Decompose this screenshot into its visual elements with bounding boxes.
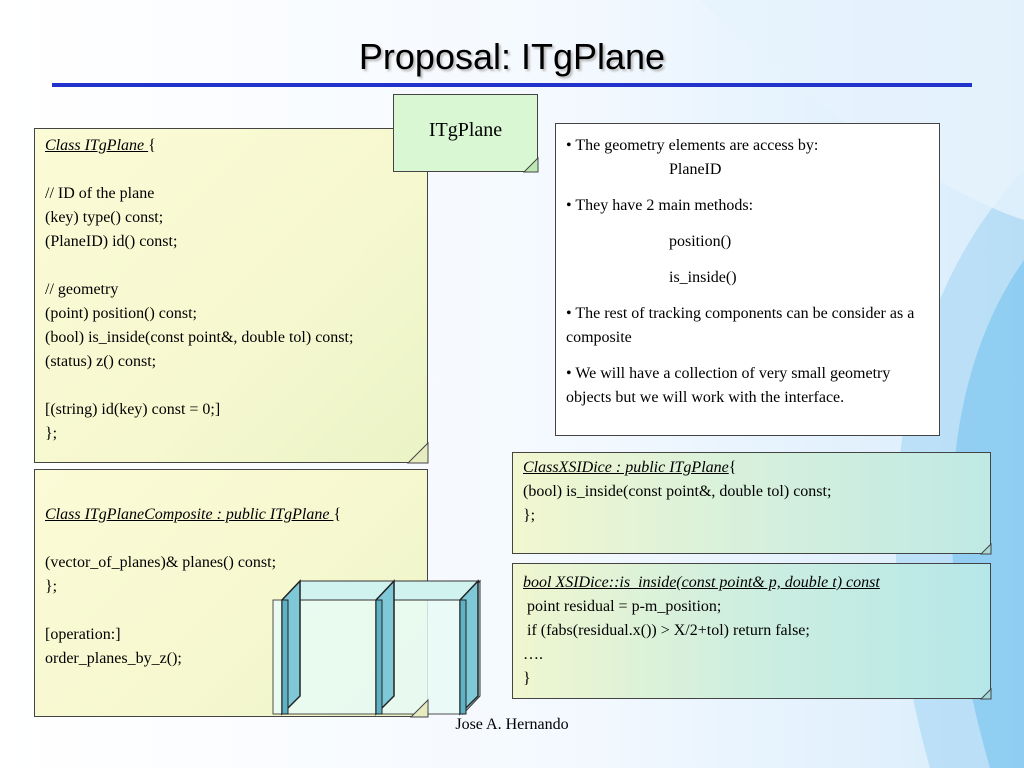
code-line: point residual = p-m_position; xyxy=(523,598,722,615)
code-line: (PlaneID) id() const; xyxy=(45,233,178,250)
code-line: }; xyxy=(523,507,536,524)
code-line: (bool) is_inside(const point&, double to… xyxy=(523,483,832,500)
composite-brace: { xyxy=(333,506,342,523)
info-bullet-3: • The rest of tracking components can be… xyxy=(566,305,915,346)
code-line: (vector_of_planes)& planes() const; xyxy=(45,554,277,571)
xsidice-header: ClassXSIDice : public ITgPlane xyxy=(523,459,729,476)
info-bullet-2-sub2: is_inside() xyxy=(669,269,737,286)
class-itgplane-header: Class ITgPlane xyxy=(45,137,149,154)
slide-footer: Jose A. Hernando xyxy=(455,716,569,733)
code-line: (bool) is_inside(const point&, double to… xyxy=(45,329,354,346)
title-underline xyxy=(52,83,972,87)
code-line: …. xyxy=(523,646,543,663)
xsidice-class-note: ClassXSIDice : public ITgPlane{ (bool) i… xyxy=(512,452,991,554)
info-bullet-2: • They have 2 main methods: xyxy=(566,197,754,214)
info-bullet-1-sub: PlaneID xyxy=(669,161,722,178)
itgplane-tag-note: ITgPlane xyxy=(393,94,538,172)
code-line: (status) z() const; xyxy=(45,353,157,370)
code-line xyxy=(45,374,427,398)
code-line: } xyxy=(523,670,531,687)
code-line xyxy=(45,254,427,278)
code-line: // ID of the plane xyxy=(45,185,155,202)
info-box: • The geometry elements are access by: P… xyxy=(555,123,940,436)
code-line: (point) position() const; xyxy=(45,305,197,322)
itgplane-tag-label: ITgPlane xyxy=(428,119,503,141)
code-line xyxy=(45,158,427,182)
plane-stack-illustration xyxy=(272,579,482,716)
code-line xyxy=(45,527,427,551)
code-line: (key) type() const; xyxy=(45,209,164,226)
code-line: [operation:] xyxy=(45,626,121,643)
code-line: // geometry xyxy=(45,281,119,298)
slide-title: Proposal: ITgPlane xyxy=(358,36,666,77)
xsidice-brace: { xyxy=(728,459,737,476)
is-inside-header: bool XSIDice::is_inside(const point& p, … xyxy=(523,574,880,591)
info-bullet-2-sub1: position() xyxy=(669,233,732,250)
code-line: [(string) id(key) const = 0;] xyxy=(45,401,221,418)
code-line: }; xyxy=(45,578,58,595)
class-itgplane-brace: { xyxy=(148,137,156,154)
info-bullet-4: • We will have a collection of very smal… xyxy=(566,365,891,406)
is-inside-note: bool XSIDice::is_inside(const point& p, … xyxy=(512,563,991,699)
code-line: if (fabs(residual.x()) > X/2+tol) return… xyxy=(523,622,810,639)
class-itgplane-note: Class ITgPlane { // ID of the plane (key… xyxy=(34,128,428,463)
composite-header: Class ITgPlaneComposite : public ITgPlan… xyxy=(45,506,334,523)
code-line: }; xyxy=(45,425,58,442)
code-line: order_planes_by_z(); xyxy=(45,650,182,667)
info-bullet-1: • The geometry elements are access by: xyxy=(566,137,819,154)
